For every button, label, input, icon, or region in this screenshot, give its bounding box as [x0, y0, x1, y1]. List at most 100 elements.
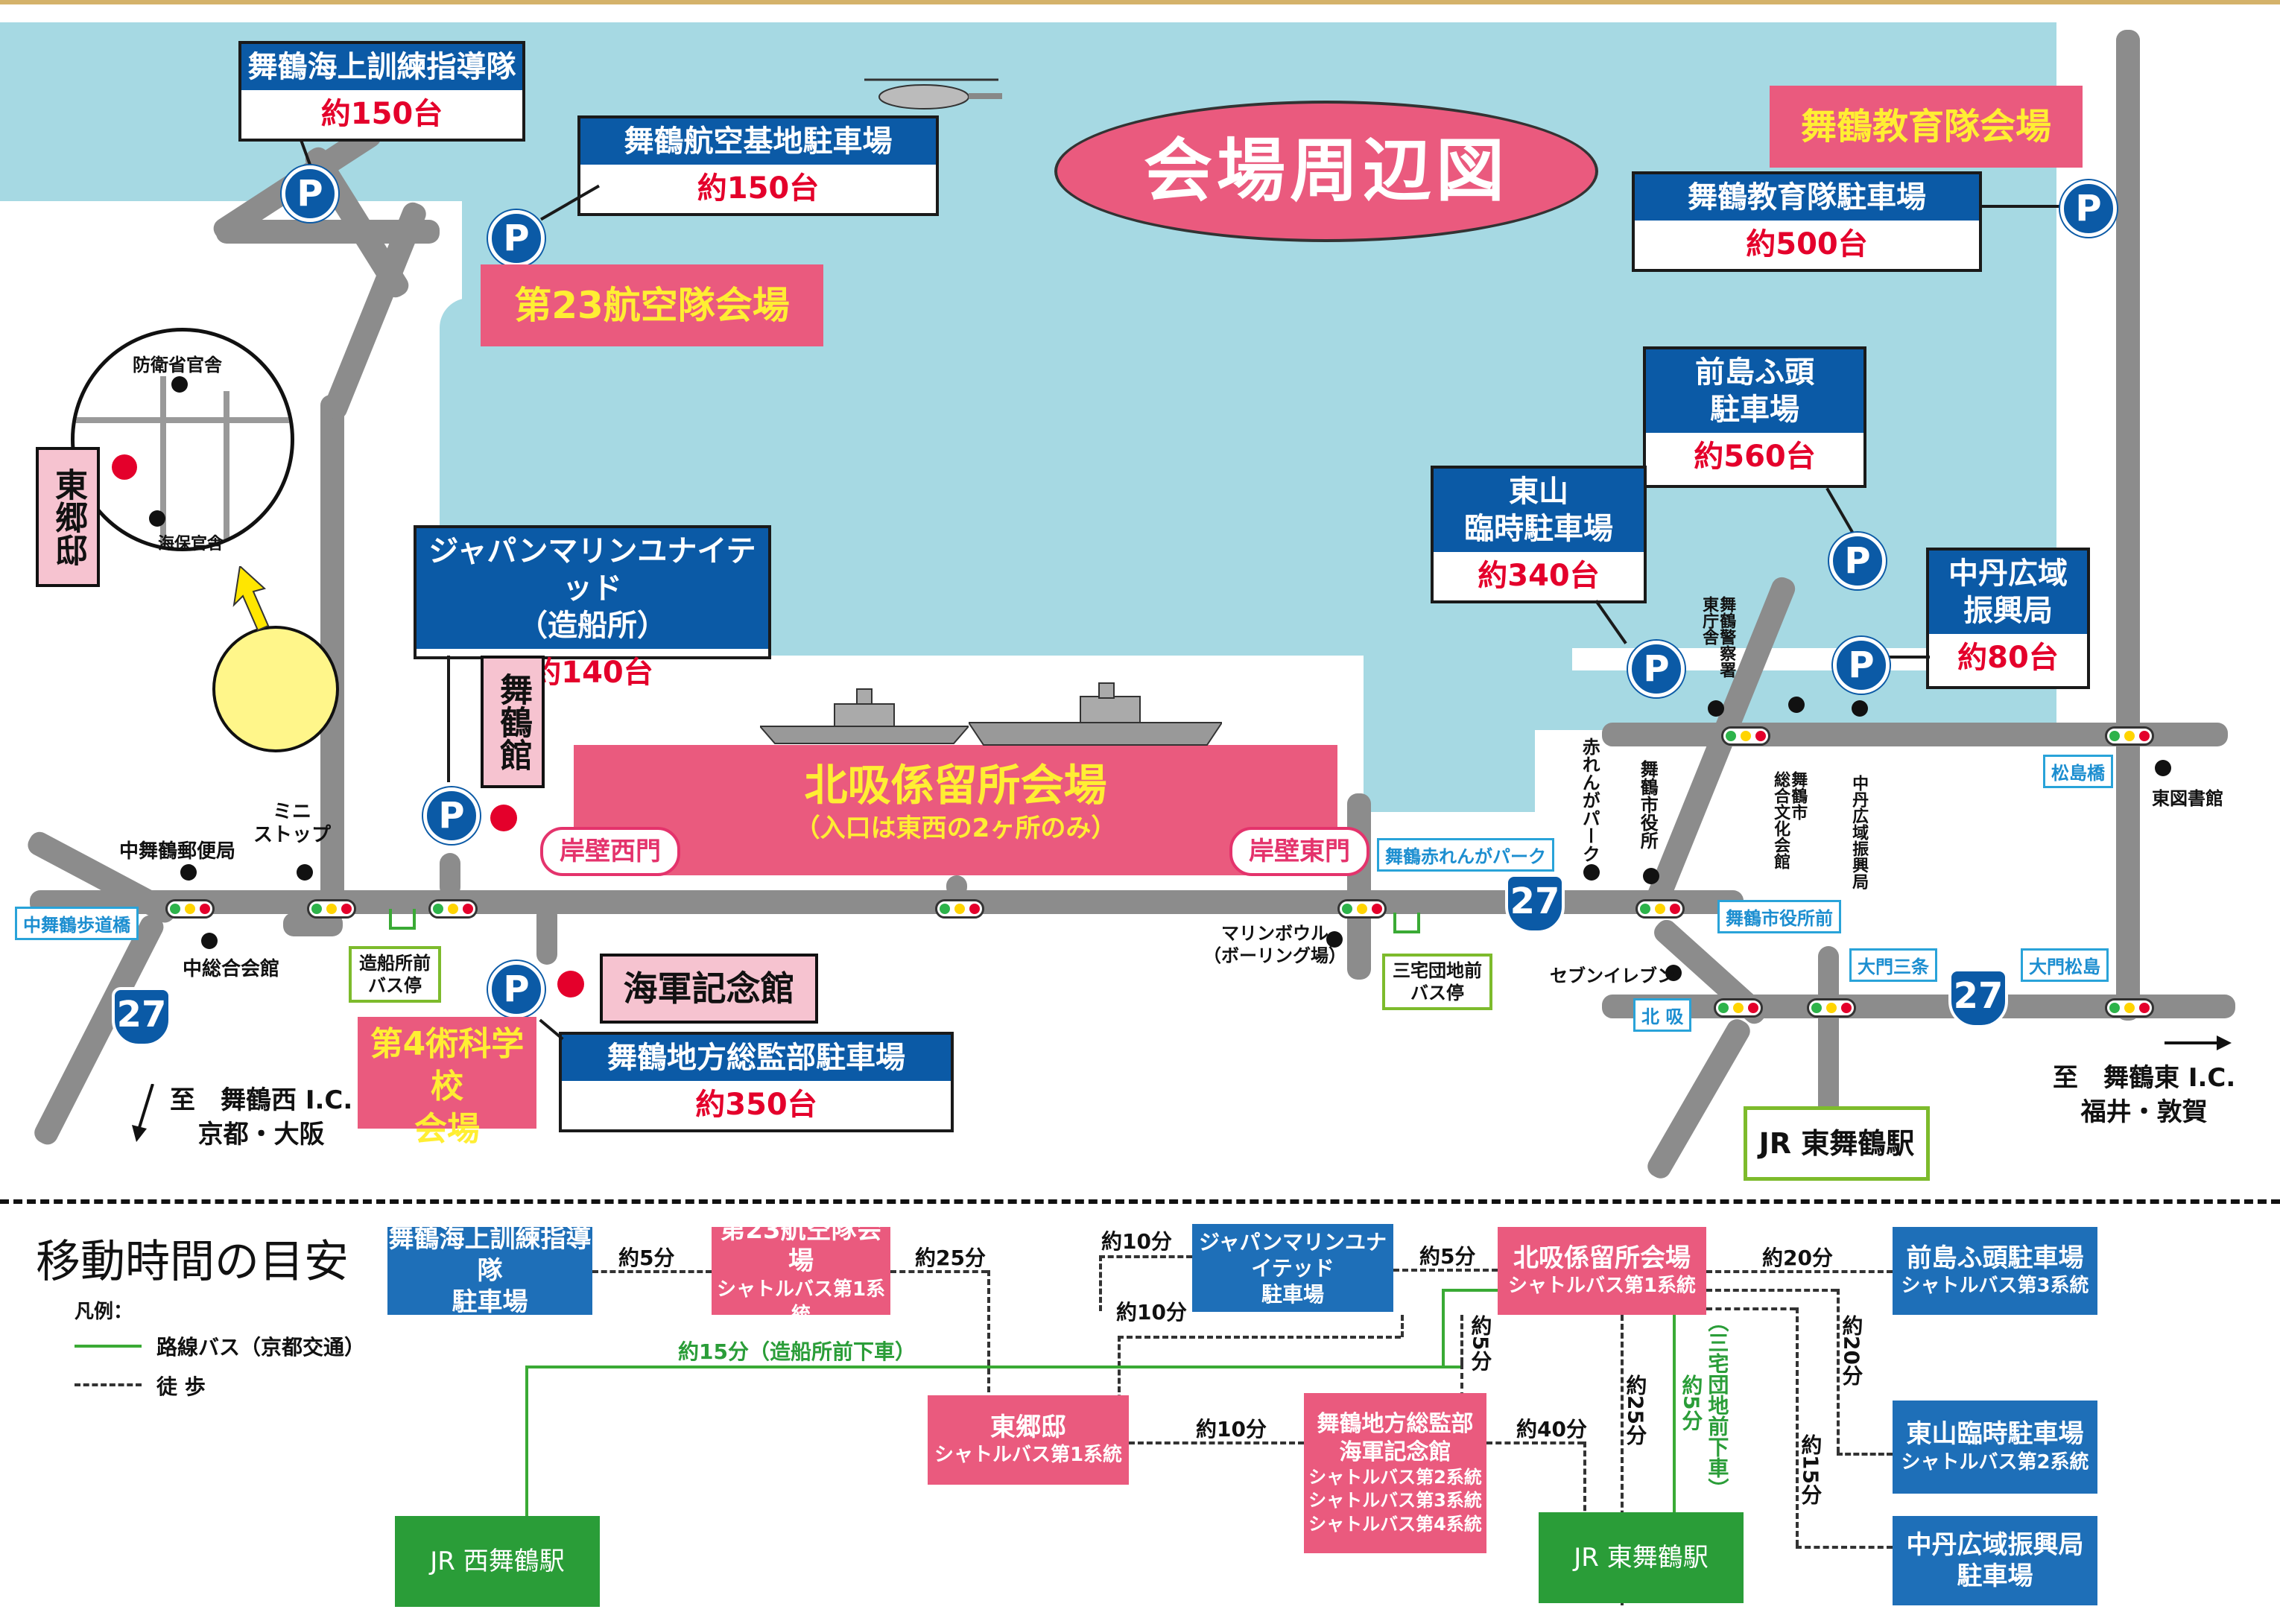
direction-west: 至 舞鶴西 I.C. 京都・大阪	[170, 1085, 353, 1149]
police-label: 舞鶴警察署 東庁舎	[1700, 596, 1736, 678]
intersection-kitasui: 北 吸	[1633, 998, 1692, 1032]
travel-time-section: 移動時間の目安 凡例： 路線バス（京都交通） 徒 歩 約5分 約25分 約10分…	[0, 1203, 2280, 1624]
station-higashi-maizuru: JR 東舞鶴駅	[1744, 1106, 1930, 1181]
time-label: 約10分	[1101, 1229, 1172, 1254]
bus-stop-zosen: 造船所前 バス停	[349, 946, 441, 1003]
arrow-up-icon	[232, 566, 270, 632]
tt-jmu: ジャパンマリンユナイテッド 駐車場	[1192, 1224, 1393, 1312]
time-label: 約20分	[1762, 1246, 1833, 1270]
tt-air23: 第23航空隊会場シャトルバス第1系統	[712, 1215, 890, 1326]
time-label: 約10分	[1116, 1300, 1187, 1325]
inset-locator	[212, 626, 339, 752]
time-label: 約5分	[1419, 1244, 1476, 1269]
bus-stop-sanyake: 三宅団地前 バス停	[1382, 954, 1492, 1010]
travel-heading: 移動時間の目安	[36, 1236, 349, 1288]
tt-kitasui: 北吸係留所会場シャトルバス第1系統	[1498, 1227, 1706, 1315]
inset-circle	[71, 328, 294, 551]
main-road	[30, 890, 1744, 914]
time-label: 約5分	[1468, 1315, 1493, 1371]
helicopter-icon	[864, 78, 1002, 110]
time-label: 約5分	[618, 1246, 675, 1270]
marine-bowl: マリンボウル （ボーリング場）	[1203, 923, 1346, 966]
parking-kunren: 舞鶴海上訓練指導隊約150台	[238, 41, 525, 142]
city-hall-label: 舞鶴市役所	[1637, 760, 1659, 849]
venue-school: 第4術科学校 会場	[358, 1017, 536, 1148]
traffic-signal	[1721, 726, 1770, 746]
parking-icon: P	[1628, 641, 1685, 697]
traffic-signal	[1714, 998, 1763, 1018]
parking-icon: P	[282, 165, 338, 222]
route-27-sign: 27	[1505, 874, 1565, 933]
route-27-sign: 27	[112, 987, 171, 1047]
time-label: 約5分	[1679, 1374, 1704, 1431]
traffic-signal	[1807, 998, 1856, 1018]
parking-air-base: 舞鶴航空基地駐車場約150台	[577, 115, 939, 216]
intersection-daimon-sanjo: 大門三条	[1849, 948, 1937, 982]
traffic-signal	[1635, 899, 1685, 919]
intersection-brick-park: 舞鶴赤れんがパーク	[1377, 838, 1554, 872]
parking-higashiyama: 東山 臨時駐車場約340台	[1431, 466, 1647, 603]
parking-icon: P	[488, 961, 545, 1018]
brick-park-label: 赤れんがパーク	[1579, 738, 1600, 863]
map-area: 会場周辺図 舞鶴海上訓練指導隊約150台 舞鶴航空基地駐車場約150台 舞鶴教育…	[0, 0, 2280, 1182]
togo-residence: 東郷邸	[36, 447, 100, 587]
time-label: （三宅団地前下車）	[1705, 1311, 1730, 1499]
parking-soukan: 舞鶴地方総監部駐車場約350台	[559, 1032, 954, 1132]
chutan-office-label: 中丹広域振興局	[1849, 775, 1869, 889]
arrow-down-icon	[132, 1084, 154, 1142]
naval-museum: 海軍記念館	[600, 954, 818, 1024]
direction-east: 至 舞鶴東 I.C. 福井・敦賀	[2053, 1063, 2236, 1127]
section-divider	[0, 1199, 2280, 1204]
tt-higashiyama: 東山臨時駐車場シャトルバス第2系統	[1893, 1401, 2097, 1494]
venue-edu: 舞鶴教育隊会場	[1770, 86, 2083, 168]
intersection-naka: 中舞鶴歩道橋	[15, 907, 139, 940]
community-hall: 中総合会館	[183, 958, 280, 980]
gate-east: 岸壁東門	[1229, 827, 1369, 876]
traffic-signal	[428, 899, 478, 919]
route-27-sign: 27	[1948, 968, 2008, 1028]
tt-chutan: 中丹広域振興局 駐車場	[1893, 1516, 2097, 1605]
intersection-city-hall: 舞鶴市役所前	[1717, 900, 1841, 933]
inset-defense-housing: 防衛省官舎	[133, 355, 222, 375]
parking-icon: P	[423, 787, 480, 844]
time-label: 約25分	[915, 1246, 986, 1270]
time-label: 約10分	[1196, 1417, 1267, 1441]
traffic-signal	[2105, 998, 2154, 1018]
intersection-matsushima: 松島橋	[2043, 755, 2113, 788]
parking-jmu: ジャパンマリンユナイテッド （造船所）約140台	[414, 525, 771, 690]
tt-togo: 東郷邸シャトルバス第1系統	[928, 1395, 1129, 1485]
post-office: 中舞鶴郵便局	[119, 840, 236, 863]
legend-title: 凡例：	[75, 1301, 133, 1323]
parking-chutan: 中丹広域 振興局約80台	[1926, 548, 2090, 689]
traffic-signal	[2105, 726, 2154, 746]
seven-eleven: セブンイレブン	[1550, 965, 1675, 986]
time-label: 約25分	[1623, 1374, 1648, 1445]
parking-icon: P	[1833, 637, 1890, 694]
parking-edu: 舞鶴教育隊駐車場約500台	[1632, 171, 1982, 272]
east-library: 東図書館	[2152, 788, 2223, 809]
legend-walk: 徒 歩	[156, 1374, 206, 1399]
parking-icon: P	[1829, 533, 1886, 589]
tt-soukan: 舞鶴地方総監部 海軍記念館シャトルバス第2系統 シャトルバス第3系統 シャトルバ…	[1304, 1393, 1486, 1553]
tt-jr-east: JR 東舞鶴駅	[1539, 1512, 1744, 1603]
time-label: 約20分	[1839, 1315, 1864, 1386]
time-label: 約15分（造船所前下車）	[678, 1339, 916, 1364]
time-label: 約40分	[1516, 1417, 1587, 1441]
venue-air23: 第23航空隊会場	[481, 264, 823, 346]
tt-maejima: 前島ふ頭駐車場シャトルバス第3系統	[1893, 1227, 2097, 1315]
ship-icon	[760, 688, 969, 744]
culture-hall-label: 舞鶴市 総合文化会館	[1771, 771, 1808, 869]
traffic-signal	[1337, 899, 1387, 919]
ministop: ミニ ストップ	[253, 801, 332, 847]
tt-kunren: 舞鶴海上訓練指導隊 駐車場	[387, 1224, 592, 1318]
intersection-daimon-matsushima: 大門松島	[2021, 948, 2109, 982]
time-label: 約15分	[1798, 1434, 1823, 1505]
maizurukan: 舞鶴館	[481, 656, 545, 788]
ship-icon	[969, 682, 1222, 746]
traffic-signal	[307, 899, 356, 919]
tt-jr-west: JR 西舞鶴駅	[395, 1516, 600, 1607]
arrow-right-icon	[2165, 1035, 2232, 1050]
parking-maejima: 前島ふ頭 駐車場約560台	[1643, 346, 1866, 488]
venue-kitasui: 北吸係留所会場 （入口は東西の2ヶ所のみ）	[574, 745, 1337, 875]
gate-west: 岸壁西門	[540, 827, 680, 876]
